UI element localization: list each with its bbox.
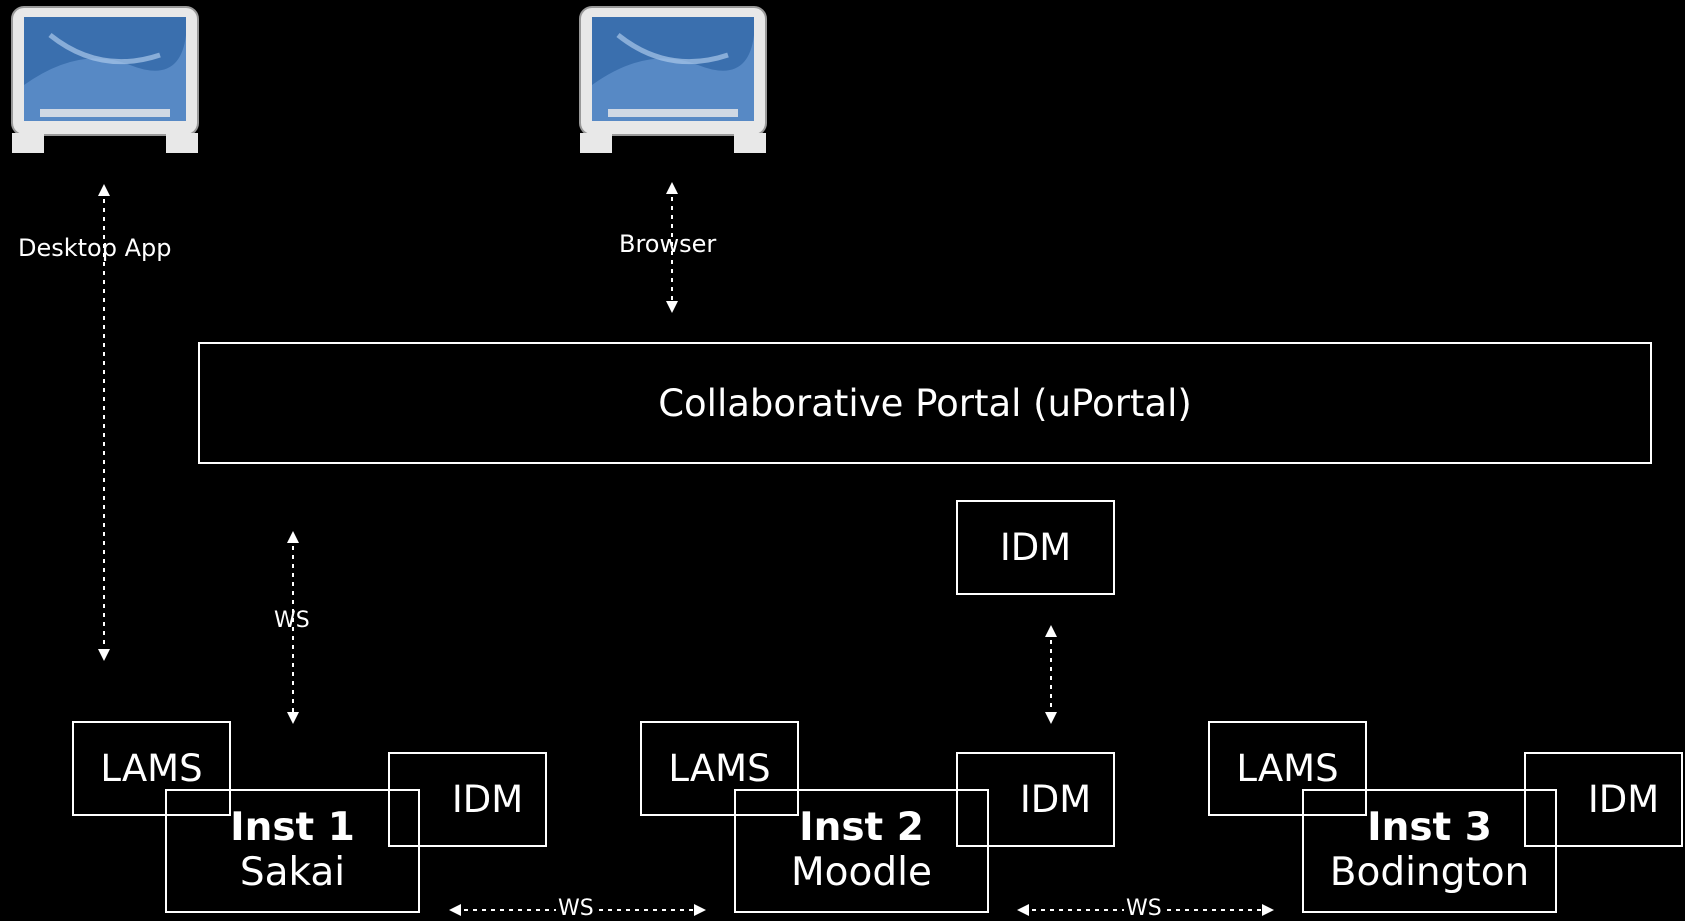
desktop-app-label: Desktop App [18, 234, 172, 262]
desktop-monitor-icon [10, 5, 200, 159]
inst3-lams-label: LAMS [1236, 747, 1339, 790]
collaborative-portal-box: Collaborative Portal (uPortal) [198, 342, 1652, 464]
ws-inst1-inst2-label: WS [556, 896, 596, 921]
inst1-lams-box: LAMS [72, 721, 231, 816]
central-idm-label: IDM [999, 526, 1072, 569]
inst3-system: Bodington [1329, 850, 1530, 895]
inst3-idm-label: IDM [1587, 778, 1660, 821]
inst2-lams-label: LAMS [668, 747, 771, 790]
inst1-idm-label: IDM [451, 778, 524, 821]
inst2-idm-label: IDM [1019, 778, 1092, 821]
inst1-name: Inst 1 [230, 805, 355, 851]
inst1-box: Inst 1 Sakai [165, 789, 420, 913]
ws-inst2-inst3-label: WS [1124, 896, 1164, 921]
inst2-system: Moodle [791, 850, 932, 895]
inst1-lams-label: LAMS [100, 747, 203, 790]
inst2-idm-box: IDM [956, 752, 1115, 847]
browser-label: Browser [619, 230, 717, 258]
inst1-idm-box: IDM [388, 752, 547, 847]
portal-label: Collaborative Portal (uPortal) [658, 381, 1192, 425]
inst3-idm-box: IDM [1524, 752, 1683, 847]
inst3-name: Inst 3 [1367, 805, 1492, 851]
inst2-box: Inst 2 Moodle [734, 789, 989, 913]
inst3-lams-box: LAMS [1208, 721, 1367, 816]
inst2-name: Inst 2 [799, 805, 924, 851]
inst2-lams-box: LAMS [640, 721, 799, 816]
inst1-system: Sakai [239, 850, 346, 895]
browser-monitor-icon [578, 5, 768, 159]
inst3-box: Inst 3 Bodington [1302, 789, 1557, 913]
central-idm-box: IDM [956, 500, 1115, 595]
ws-portal-label: WS [274, 608, 310, 633]
